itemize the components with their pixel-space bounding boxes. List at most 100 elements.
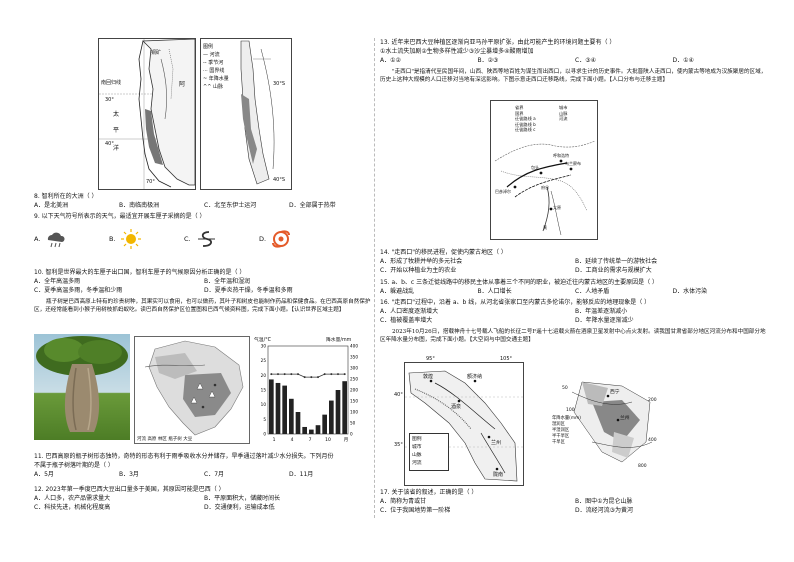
q11-option-d[interactable]: D．11月: [289, 471, 314, 478]
chile-map-svg: [99, 39, 195, 189]
q9-option-d[interactable]: D.: [259, 229, 334, 249]
gansu-label-ejina: 额济纳: [467, 374, 483, 380]
question-16-options: A．人口密度逐渐增大 B．年温差逐渐减小: [380, 307, 770, 316]
chart-title-temperature: 气温/°C: [254, 338, 271, 343]
bottle-tree-photo: [34, 334, 130, 440]
ytick-right: 350: [350, 355, 358, 360]
q11-option-a[interactable]: A．5月: [34, 471, 54, 478]
q9-option-a[interactable]: A.: [34, 230, 109, 248]
temperature-point: [337, 373, 339, 376]
brazil-map-svg: [144, 340, 244, 436]
q10-option-a[interactable]: A．全年高温多雨: [34, 278, 81, 285]
q8-option-c[interactable]: C．北至东伊士运河: [204, 202, 257, 209]
map-label-lat40: 40°: [105, 141, 114, 147]
q10-option-c[interactable]: C．夏季高温多雨，冬季温和少雨: [34, 287, 123, 294]
question-15: 15. a、b、c 三条迁徙线路中的移民主体从事着三个不同的职业，被迫迁往内蒙古…: [380, 278, 770, 296]
q13-option-d[interactable]: D．①④: [672, 57, 694, 64]
legend-mountain: 山脉: [559, 110, 568, 116]
ytick-right: 50: [350, 421, 356, 426]
precip-bar: [282, 385, 287, 434]
rain-legend-arid: 干旱区: [552, 440, 565, 445]
q13-option-c[interactable]: C．③④: [575, 57, 596, 64]
q14-option-c[interactable]: C．开始以种植业为主的农业: [380, 267, 457, 274]
chile-rain-map-svg: [240, 40, 275, 185]
q13-option-a[interactable]: A．①②: [380, 57, 401, 64]
brazil-map-legend: 河流 高原 林区 瓶子树 大豆: [137, 436, 192, 442]
precip-bar: [309, 429, 314, 434]
precip-bar: [342, 381, 347, 434]
temperature-point: [283, 373, 286, 376]
legend-item-seasonal-river: -- 季节河: [203, 60, 224, 66]
ytick-right: 200: [350, 388, 358, 393]
q15-option-d[interactable]: D．水体污染: [672, 288, 708, 295]
gansu-label-jiuquan: 酒泉: [451, 404, 462, 410]
gansu-label-lanzhou: 兰州: [491, 440, 502, 446]
bottle-tree-illustration: [36, 336, 128, 432]
legend-item-border: ··· 国界线: [203, 68, 225, 74]
legend-item-river: — 河流: [203, 52, 220, 58]
q12-option-a[interactable]: A．人口多，农产品需求量大: [34, 495, 111, 502]
q12-option-b[interactable]: B．平原面积大，储藏时间长: [204, 495, 281, 502]
chile-map-right: 图例 — 河流 -- 季节河 ··· 国界线 ~ 年降水量 ^^ 山脉 30°S…: [200, 38, 292, 190]
question-17: 17. 关于该省的叙述，正确的是（ ） A．简称为青或甘 B．图中①为昆仑山脉 …: [380, 488, 770, 515]
q16-option-c[interactable]: C．植被覆盖率增大: [380, 317, 433, 324]
passage-bottle-tree: 瓶子树是巴西高原上特有的珍贵树种，其果实可以食用，也可以做药，其叶子和树皮也能制…: [34, 299, 371, 314]
isoline-200: 200: [648, 398, 657, 403]
question-13: 13. 近年来巴西大豆种植区逐渐向亚马孙平原扩张，由此可能产生的环境问题主要有（…: [380, 38, 770, 65]
question-17-options-row2: C．位于我国地势第一阶梯 D．流经河流③为黄河: [380, 506, 770, 515]
q9-option-c[interactable]: C.: [184, 229, 259, 249]
q8-option-d[interactable]: D．全部属于热带: [289, 202, 336, 209]
q16-option-a[interactable]: A．人口密度逐渐增大: [380, 308, 439, 315]
rainfall-map-svg: [571, 381, 653, 463]
q11-option-c[interactable]: C．7月: [204, 471, 225, 478]
question-8: 8. 智利所在的大洲（ ） A．是北美洲 B．南临南极洲 C．北至东伊士运河 D…: [34, 192, 374, 210]
q16-option-b[interactable]: B．年温差逐渐减小: [575, 308, 628, 315]
q15-option-c[interactable]: C．人地矛盾: [575, 288, 610, 295]
q17-option-c[interactable]: C．位于我国地势第一阶梯: [380, 507, 451, 514]
q8-option-a[interactable]: A．是北美洲: [34, 202, 69, 209]
q14-option-b[interactable]: B．延续了传统单一的游牧社会: [575, 258, 658, 265]
question-15-stem: 15. a、b、c 三条迁徙线路中的移民主体从事着三个不同的职业，被迫迁往内蒙古…: [380, 279, 659, 286]
q17-option-d[interactable]: D．流经河流③为黄河: [575, 507, 633, 514]
river-huang: 黄: [543, 225, 547, 230]
q13-option-b[interactable]: B．②③: [477, 57, 499, 64]
rain-legend-semi-arid: 半干旱区: [552, 434, 570, 439]
rainfall-map: 西宁 兰州 50 100 200 400 800 年降水量(mm) 湿润区 半湿…: [552, 372, 662, 472]
map-label-copper: 铜矿: [151, 50, 162, 56]
rain-label-xining: 西宁: [610, 390, 620, 395]
q16-option-d[interactable]: D．年降水量逐渐减少: [575, 317, 634, 324]
q14-option-a[interactable]: A．形成了牧耕并举的多元社会: [380, 258, 463, 265]
q8-option-b[interactable]: B．南临南极洲: [119, 202, 160, 209]
q12-option-d[interactable]: D．交通便利，运输成本低: [204, 504, 275, 511]
chile-map-legend: 图例 — 河流 -- 季节河 ··· 国界线 ~ 年降水量 ^^ 山脉: [203, 43, 239, 91]
ytick-right: 150: [350, 399, 358, 404]
precip-bar: [329, 400, 334, 434]
rain-cloud-icon: [48, 232, 65, 248]
rain-label-lanzhou: 兰州: [620, 416, 630, 421]
q10-option-d[interactable]: D．夏季炎热干燥，冬季温和多雨: [204, 287, 293, 294]
gansu-river-map-svg: [405, 370, 523, 482]
xtick: 月: [344, 437, 349, 443]
q15-option-b[interactable]: B．人口增长: [477, 288, 512, 295]
gansu-label-dunhuang: 敦煌: [423, 374, 434, 380]
rain-legend-title: 年降水量(mm): [552, 416, 581, 421]
passage-shenzhou: 2023年10月26日，搭载神舟十七号载人飞船的长征二号F遥十七运载火箭在酒泉卫…: [380, 329, 766, 344]
q15-option-a[interactable]: A．躲避战乱: [380, 288, 415, 295]
q10-option-b[interactable]: B．全年温和湿润: [204, 278, 251, 285]
gansu-lat40: 40°: [394, 392, 403, 398]
q11-option-b[interactable]: B．3月: [119, 471, 139, 478]
map-label-ocean3: 洋: [113, 145, 120, 152]
q12-option-c[interactable]: C．科技先进，机械化程度高: [34, 504, 111, 511]
map-label-30s: 30°S: [273, 81, 286, 87]
q14-option-d[interactable]: D．工商业的需求与规模扩大: [575, 267, 652, 274]
question-10: 10. 智利是世界最大的车厘子出口国，智利车厘子的气候原因分析正确的是（ ） A…: [34, 268, 374, 295]
city-hohhot: 呼和浩特: [553, 153, 569, 158]
precip-bar: [335, 390, 341, 434]
q17-option-b[interactable]: B．图中①为昆仑山脉: [575, 498, 633, 505]
q9-option-b[interactable]: B.: [109, 229, 184, 249]
q17-option-a[interactable]: A．简称为青或甘: [380, 498, 427, 505]
gansu-legend-city: 城市: [412, 445, 422, 450]
xtick: 1: [273, 437, 276, 443]
